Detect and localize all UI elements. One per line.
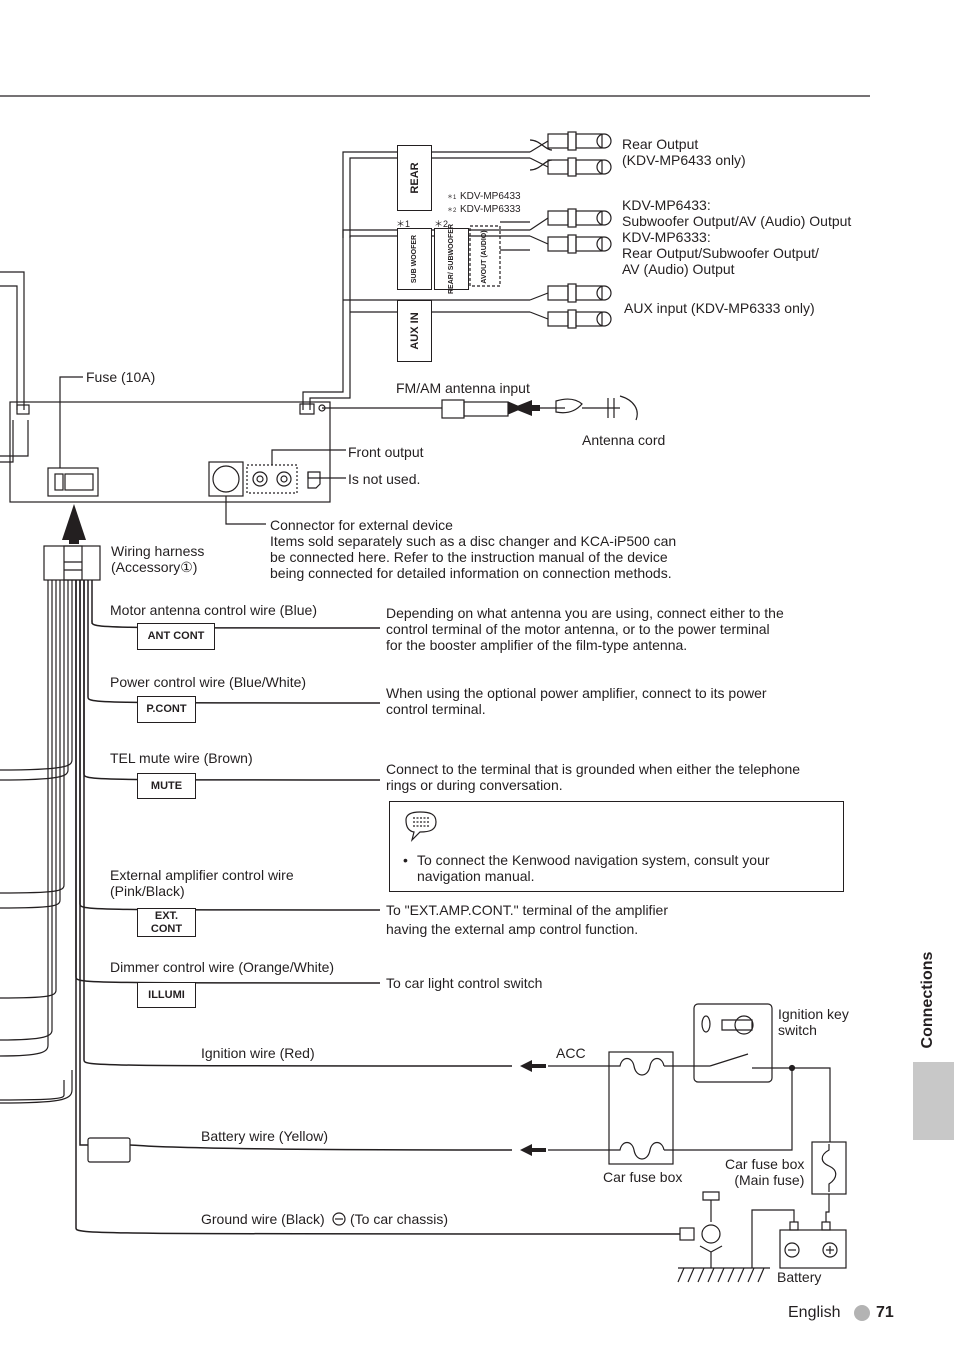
acc-label: ACC [556,1045,586,1061]
ground-wire-chassis-label: (To car chassis) [350,1211,449,1227]
sub-output-label: KDV-MP6433: Subwoofer Output/AV (Audio) … [622,197,852,277]
wire-name-ant: Motor antenna control wire (Blue) [110,602,317,618]
rear-jack-label: REAR [397,145,432,211]
p-cont-tag: P.CONT [137,696,196,723]
note-box: • To connect the Kenwood navigation syst… [389,801,844,892]
wire-name-illumi: Dimmer control wire (Orange/White) [110,959,335,975]
wiring-harness-label: Wiring harness (Accessory①) [111,543,205,575]
battery-wire-label: Battery wire (Yellow) [201,1128,329,1144]
rear-output-label: Rear Output (KDV-MP6433 only) [622,136,746,168]
ext-cont-tag: EXT. CONT [137,908,196,937]
star-1: ＊1 [396,219,411,229]
page-bullet [854,1305,870,1321]
sub-woofer-jack-label: SUB WOOFER [397,228,432,290]
footnote-1: KDV-MP6433 [460,191,521,202]
rear-subwoofer-jack-label: REAR/ SUBWOOFER [434,224,469,294]
head-unit [9,401,331,503]
footnote-sup-2: ＊2 [447,208,457,214]
footer-language: English [788,1304,841,1321]
section-tab [913,1062,954,1140]
aux-in-jack-label: AUX IN [397,300,432,362]
ground-wire-label: Ground wire (Black) [201,1211,325,1227]
avout-jack-label: AVOUT (AUDIO) [481,230,488,284]
front-output-label: Front output [348,444,424,460]
page-number: 71 [876,1304,894,1321]
fuse-label: Fuse (10A) [86,369,156,385]
footnote-sup-1: ＊1 [447,195,457,201]
wire-desc-ant: Depending on what antenna you are using,… [386,605,784,653]
wire-desc-pcont: When using the optional power amplifier,… [386,685,767,717]
wire-desc-illumi: To car light control switch [386,975,543,991]
car-fuse-box-label: Car fuse box [603,1169,683,1185]
section-title: Connections [919,951,936,1049]
aux-input-label: AUX input (KDV-MP6333 only) [624,300,815,316]
external-connector-label: Connector for external device Items sold… [270,517,677,581]
not-used-label: Is not used. [348,471,421,487]
wire-desc-mute: Connect to the terminal that is grounded… [386,761,801,793]
harness-arrow [62,504,86,544]
ignition-wire-label: Ignition wire (Red) [201,1045,315,1061]
footnote-2: KDV-MP6333 [460,204,521,215]
illumi-tag: ILLUMI [137,982,196,1008]
fuse-holder [47,467,99,497]
wire-name-ext: External amplifier control wire (Pink/Bl… [110,867,294,899]
note-text: To connect the Kenwood navigation system… [417,852,770,884]
rca-plugs [529,131,612,329]
wire-name-pcont: Power control wire (Blue/White) [110,674,307,690]
main-fuse-label: Car fuse box (Main fuse) [725,1156,805,1188]
star-2: ＊2 [434,219,449,229]
battery-label: Battery [777,1269,822,1285]
antenna-cord-label: Antenna cord [582,432,666,448]
wire-name-mute: TEL mute wire (Brown) [110,750,253,766]
ant-cont-tag: ANT CONT [137,623,215,650]
ignition-switch-label: Ignition key switch [778,1006,849,1038]
antenna-input-label: FM/AM antenna input [396,380,530,396]
mute-tag: MUTE [137,773,196,799]
note-bullet: • [403,852,408,868]
wire-desc-ext: To "EXT.AMP.CONT." terminal of the ampli… [386,902,668,937]
